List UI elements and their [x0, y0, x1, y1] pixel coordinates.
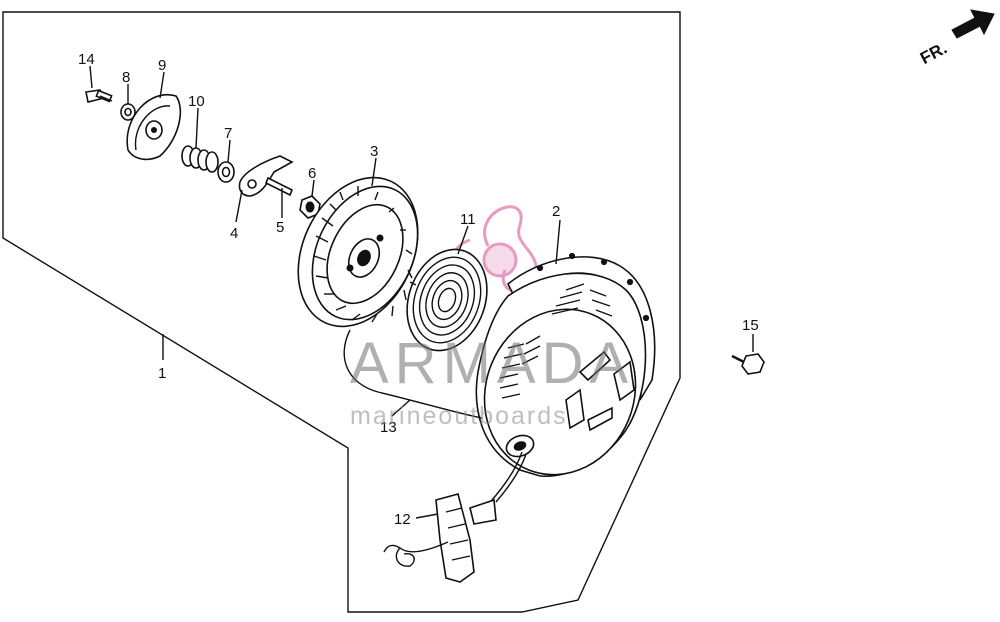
- callout-15: 15: [742, 317, 759, 334]
- callout-9: 9: [158, 57, 166, 74]
- part-3-pulley: [297, 176, 419, 328]
- callout-7: 7: [224, 125, 232, 142]
- part-9-plate: [126, 93, 182, 161]
- part-12-handle: [383, 493, 497, 583]
- callout-13: 13: [380, 419, 397, 436]
- callout-14: 14: [78, 51, 95, 68]
- arrow-right-icon: [951, 9, 995, 39]
- part-7-washer: [217, 161, 235, 183]
- callout-2: 2: [552, 203, 560, 220]
- part-5-pin: [264, 176, 294, 197]
- watermark-tagline: marineoutboards: [350, 402, 568, 430]
- part-14-bolt: [85, 89, 113, 103]
- callout-3: 3: [370, 143, 378, 160]
- part-8-washer: [120, 103, 136, 121]
- callout-10: 10: [188, 93, 205, 110]
- direction-label: FR.: [917, 38, 950, 68]
- callout-4: 4: [230, 225, 238, 242]
- callout-1: 1: [158, 365, 166, 382]
- watermark-brand: ARMADA: [350, 331, 634, 396]
- part-11-spring: [406, 248, 488, 352]
- callout-8: 8: [122, 69, 130, 86]
- callout-6: 6: [308, 165, 316, 182]
- direction-indicator: FR.: [917, 9, 995, 68]
- assembly-outline: [2, 11, 681, 613]
- callouts: 1 2 3 4 5 6 7 8 9 10 11 12 13 14 15: [78, 51, 759, 528]
- callout-12: 12: [394, 511, 411, 528]
- part-15-bolt: [731, 353, 765, 375]
- callout-5: 5: [276, 219, 284, 236]
- part-10-spring: [181, 145, 219, 173]
- part-2-starter-case: [475, 252, 656, 477]
- callout-11: 11: [460, 211, 476, 228]
- part-13-rope: [343, 329, 527, 503]
- leader-lines: [89, 65, 754, 519]
